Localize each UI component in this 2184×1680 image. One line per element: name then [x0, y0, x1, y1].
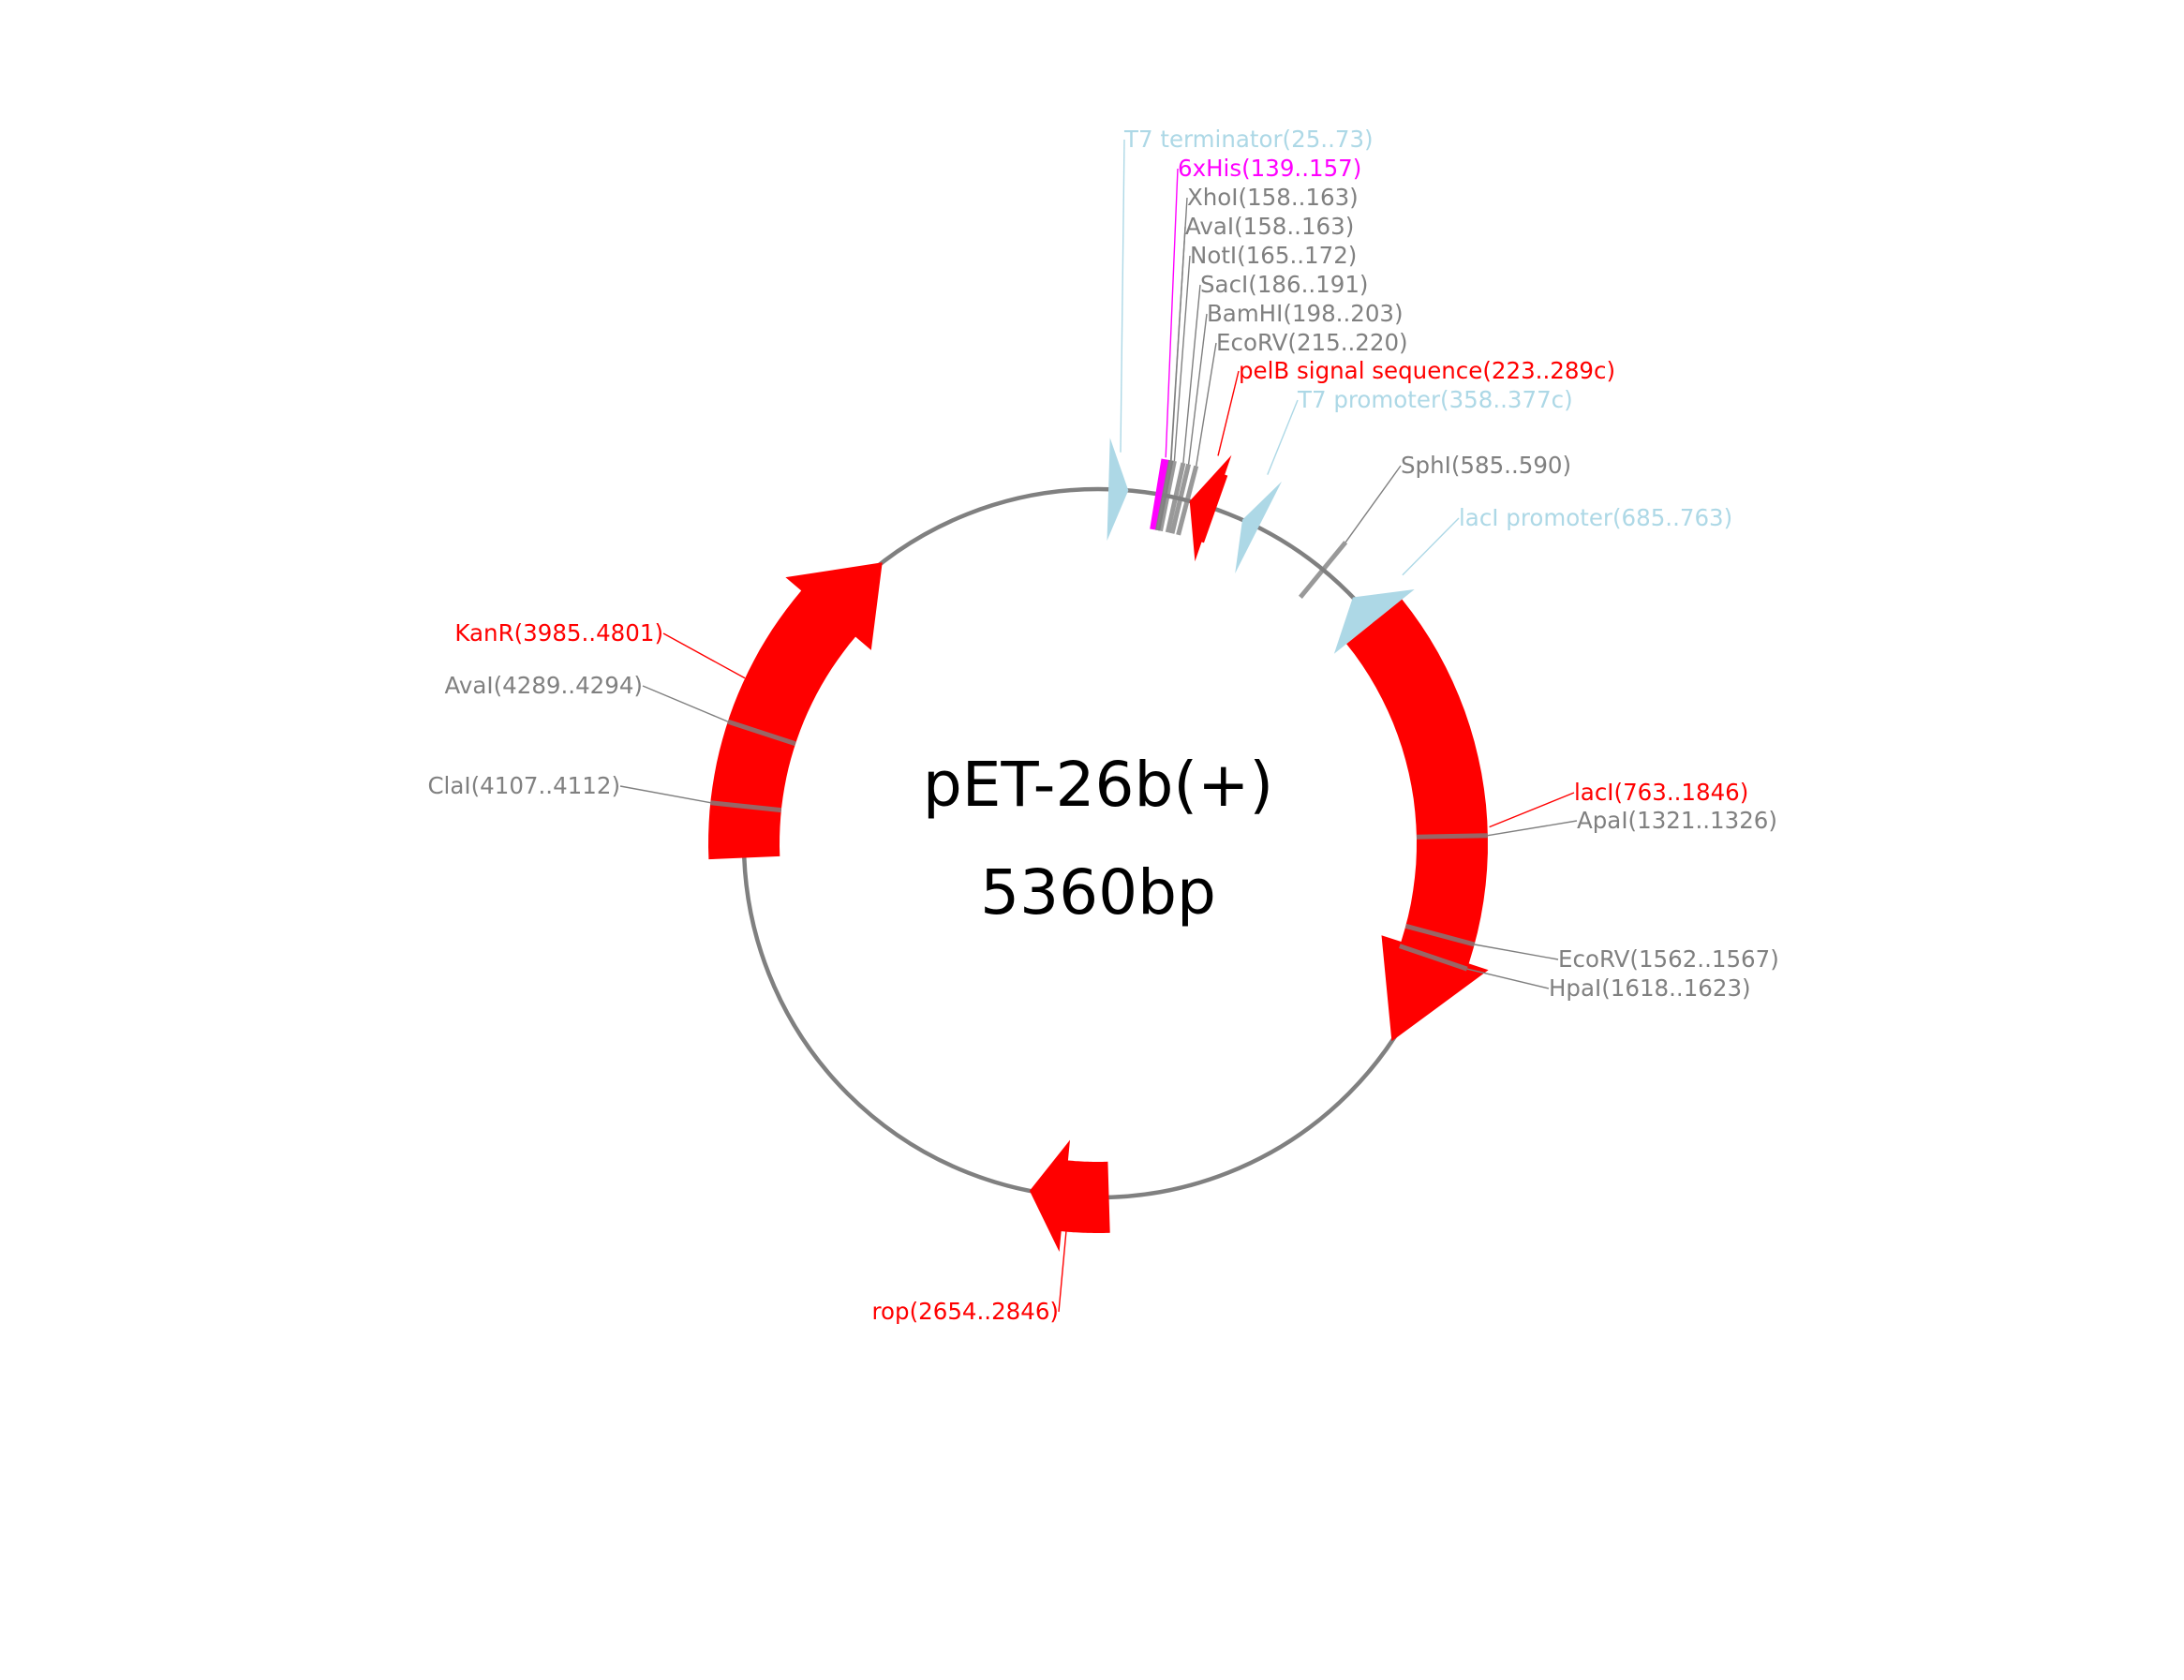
- 6xhis-leader-line: [1165, 168, 1179, 458]
- sphi-leader-line: [1345, 465, 1402, 543]
- xhoi-label: XhoI(158..163): [1187, 184, 1359, 211]
- rop-label: rop(2654..2846): [872, 1298, 1059, 1325]
- hpai-site-tick: [1398, 944, 1468, 972]
- bamhi-site-tick: [1169, 463, 1192, 534]
- saci-leader-line: [1182, 284, 1201, 464]
- ecorv-1562-site-tick: [1404, 923, 1476, 947]
- hpai-leader-line: [1466, 968, 1550, 989]
- saci-label: SacI(186..191): [1200, 271, 1368, 298]
- saci-site-tick: [1165, 462, 1186, 533]
- apai-site-tick: [1416, 833, 1488, 840]
- clai-label: ClaI(4107..4112): [427, 772, 620, 799]
- plasmid-size: 5360bp: [980, 856, 1216, 929]
- sphi-site-tick: [1298, 541, 1348, 599]
- avai-158-label: AvaI(158..163): [1185, 213, 1354, 240]
- avai-4289-leader-line: [642, 685, 729, 722]
- t7-promoter-leader-line: [1267, 399, 1299, 475]
- rop-feature: [1029, 1139, 1110, 1252]
- t7-promoter-feature: [1235, 481, 1282, 573]
- t7-terminator-feature: [1107, 438, 1129, 542]
- laci-leader-line: [1489, 792, 1575, 828]
- laci-promoter-label: lacI promoter(685..763): [1459, 504, 1732, 531]
- bamhi-leader-line: [1187, 313, 1208, 465]
- pelb-label: pelB signal sequence(223..289c): [1239, 357, 1615, 384]
- pelb-leader-line: [1217, 370, 1240, 456]
- avai-158-leader-line: [1170, 226, 1186, 461]
- noti-site-tick: [1158, 460, 1177, 532]
- rop-leader-line: [1058, 1231, 1067, 1313]
- ecorv-1562-label: EcoRV(1562..1567): [1558, 945, 1779, 973]
- avai-4289-site-tick: [727, 719, 796, 747]
- pelb-feature: [1189, 454, 1232, 562]
- plasmid-name: pET-26b(+): [923, 749, 1273, 821]
- bamhi-label: BamHI(198..203): [1207, 300, 1404, 327]
- avai-4289-label: AvaI(4289..4294): [445, 672, 643, 699]
- laci-promoter-leader-line: [1402, 517, 1460, 576]
- clai-site-tick: [710, 800, 782, 813]
- ecorv-215-site-tick: [1176, 465, 1199, 536]
- clai-leader-line: [619, 785, 711, 804]
- t7-terminator-leader-line: [1120, 139, 1125, 453]
- avai-158-site-tick: [1155, 459, 1174, 531]
- ecorv-1562-leader-line: [1474, 944, 1559, 960]
- kanr-feature: [708, 562, 883, 860]
- kanr-label: KanR(3985..4801): [454, 619, 663, 647]
- apai-leader-line: [1487, 820, 1578, 837]
- sphi-label: SphI(585..590): [1401, 452, 1571, 479]
- noti-leader-line: [1173, 255, 1191, 462]
- t7-terminator-label: T7 terminator(25..73): [1123, 126, 1374, 153]
- laci-feature: [1346, 599, 1489, 1042]
- 6xhis-feature: [1150, 458, 1170, 530]
- t7-promoter-label: T7 promoter(358..377c): [1297, 386, 1573, 413]
- ecorv-215-label: EcoRV(215..220): [1216, 329, 1408, 356]
- hpai-label: HpaI(1618..1623): [1549, 974, 1751, 1002]
- apai-label: ApaI(1321..1326): [1577, 807, 1777, 834]
- noti-label: NotI(165..172): [1190, 242, 1357, 269]
- ecorv-215-leader-line: [1196, 342, 1217, 467]
- laci-label: lacI(763..1846): [1574, 779, 1748, 806]
- kanr-leader-line: [662, 632, 746, 679]
- 6xhis-label: 6xHis(139..157): [1178, 155, 1361, 182]
